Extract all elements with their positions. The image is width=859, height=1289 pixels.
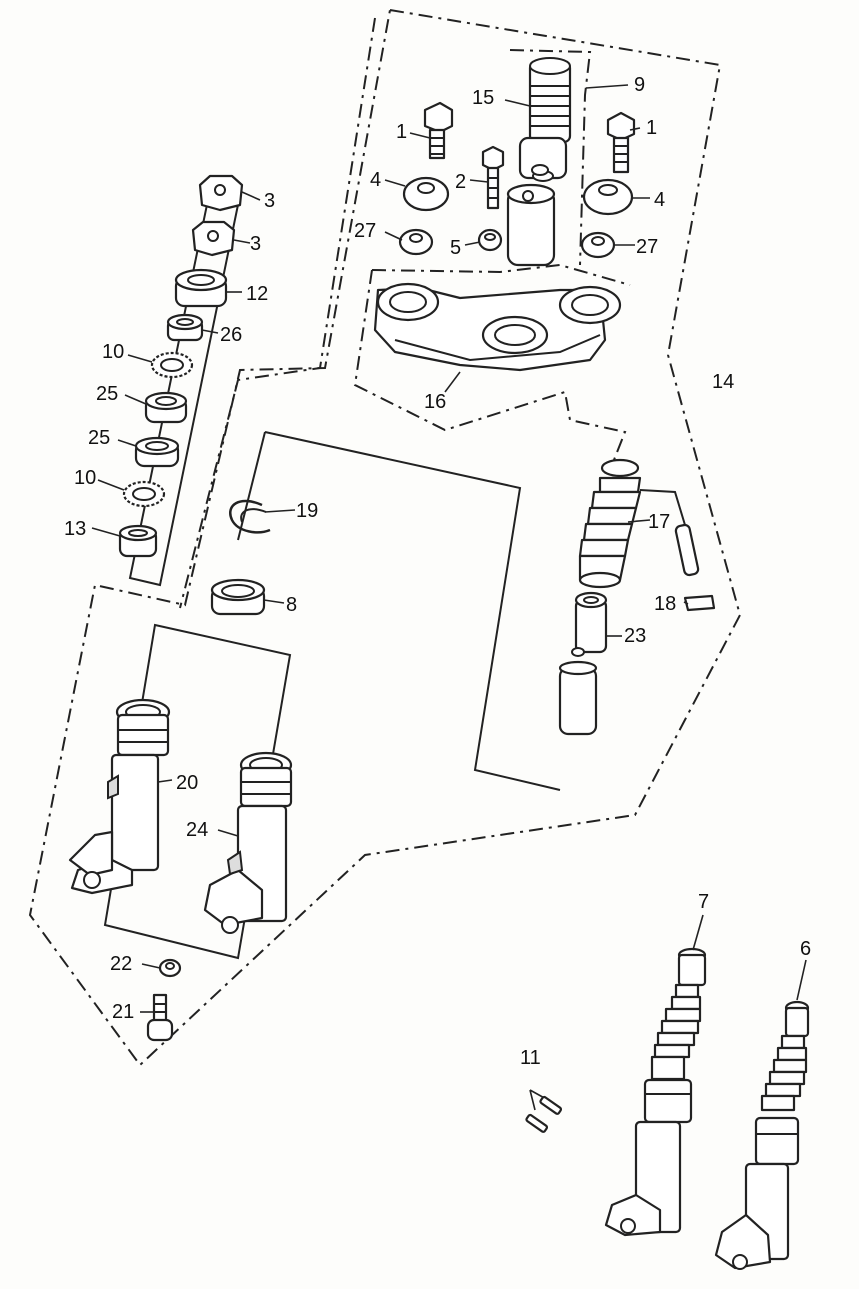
label-part-4-right: 4 xyxy=(654,189,665,211)
fork-leg-right xyxy=(203,751,293,934)
label-part-25-upper: 25 xyxy=(96,383,118,405)
ball-race-lower xyxy=(122,480,166,508)
bearing-cone-upper xyxy=(174,268,228,308)
label-part-2: 2 xyxy=(455,171,466,193)
fork-spring-seat xyxy=(571,591,608,657)
fork-dust-boot xyxy=(578,458,642,589)
bearing-cup-upper xyxy=(144,391,188,424)
bearing-cone-lower xyxy=(118,524,158,558)
outline-steering-stem-group xyxy=(179,17,376,609)
label-part-22: 22 xyxy=(110,953,132,975)
oil-seal xyxy=(210,578,266,616)
label-part-9: 9 xyxy=(634,74,645,96)
nut-center xyxy=(477,228,503,252)
label-part-7: 7 xyxy=(698,891,709,913)
label-part-23: 23 xyxy=(624,625,646,647)
copper-washer xyxy=(158,958,182,978)
label-part-10-lower: 10 xyxy=(74,467,96,489)
label-part-27-left: 27 xyxy=(354,220,376,242)
outline-upper-group xyxy=(353,269,627,471)
bearing-race-top xyxy=(166,313,204,342)
label-part-3-upper: 3 xyxy=(264,190,275,212)
label-part-12: 12 xyxy=(246,283,268,305)
frame-fork-inner xyxy=(264,431,561,791)
label-part-24: 24 xyxy=(186,819,208,841)
nut-right xyxy=(580,231,616,259)
label-part-10-upper: 10 xyxy=(102,341,124,363)
bolt-right xyxy=(606,111,636,174)
label-part-14: 14 xyxy=(712,371,734,393)
drain-bolt xyxy=(146,993,174,1042)
label-part-26: 26 xyxy=(220,324,242,346)
bearing-cup-lower xyxy=(134,436,180,468)
label-part-6: 6 xyxy=(800,938,811,960)
label-part-16: 16 xyxy=(424,391,446,413)
label-part-11: 11 xyxy=(520,1047,541,1069)
outline-upper-stem-group xyxy=(509,49,592,266)
label-part-5: 5 xyxy=(450,237,461,259)
label-part-21: 21 xyxy=(112,1001,134,1023)
washer-right xyxy=(582,178,634,216)
label-part-1-left: 1 xyxy=(396,121,407,143)
frame-fork-top-link xyxy=(237,431,266,541)
washer-left xyxy=(402,176,450,212)
circlip xyxy=(229,499,271,534)
bolt-center xyxy=(481,145,505,210)
label-part-13: 13 xyxy=(64,518,86,540)
label-part-19: 19 xyxy=(296,500,318,522)
fork-breather-hose xyxy=(639,489,716,612)
bolt-left xyxy=(423,101,454,160)
fork-inner-tube-lower xyxy=(558,660,598,736)
ball-race-upper xyxy=(150,351,194,379)
label-part-3-lower: 3 xyxy=(250,233,261,255)
fork-assembly-right xyxy=(714,1000,810,1270)
part-labels: 1 1 2 3 3 4 4 5 6 7 8 9 10 10 11 12 13 1… xyxy=(64,74,811,1069)
axle-pinch-bolts xyxy=(525,1089,563,1133)
fork-assembly-left xyxy=(604,947,707,1237)
top-bridge xyxy=(373,282,622,372)
steering-stem-nut xyxy=(518,57,572,182)
label-part-8: 8 xyxy=(286,594,297,616)
label-part-18: 18 xyxy=(654,593,676,615)
outline-steering-head-group xyxy=(371,263,631,286)
label-part-27-right: 27 xyxy=(636,236,658,258)
leader-lines xyxy=(91,84,807,1013)
steering-stem-tube xyxy=(506,164,556,267)
fork-leg-left xyxy=(68,698,171,895)
nut-left xyxy=(398,228,434,256)
lock-nut-lower xyxy=(191,220,236,257)
outline-main-group xyxy=(28,8,742,1067)
label-part-1-right: 1 xyxy=(646,117,657,139)
label-part-17: 17 xyxy=(648,511,670,533)
label-part-15: 15 xyxy=(472,87,494,109)
label-part-20: 20 xyxy=(176,772,198,794)
label-part-4-left: 4 xyxy=(370,169,381,191)
label-part-25-lower: 25 xyxy=(88,427,110,449)
lock-nut-upper xyxy=(198,174,244,212)
